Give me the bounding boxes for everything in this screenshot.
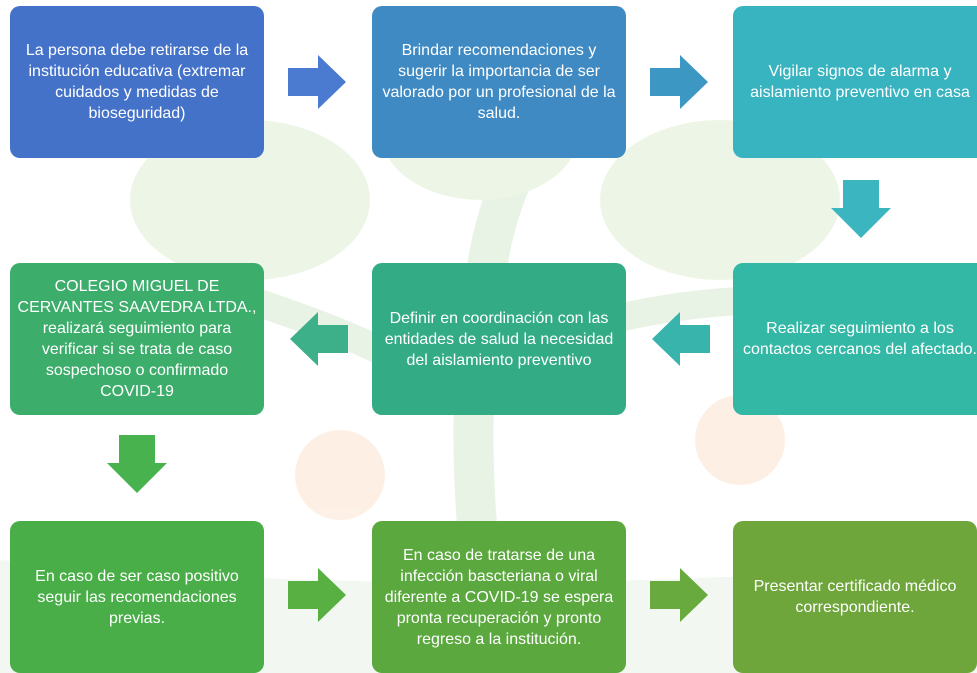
step-8-box: En caso de tratarse de una infección bas… (372, 521, 626, 673)
step-9-text: Presentar certificado médico correspondi… (753, 578, 957, 616)
left-arrow-icon (290, 312, 348, 366)
step-9-box: Presentar certificado médico correspondi… (733, 521, 977, 673)
step-4-text: Realizar seguimiento a los contactos cer… (743, 320, 977, 358)
step-1-box: La persona debe retirarse de la instituc… (10, 6, 264, 158)
left-arrow-icon (652, 312, 710, 366)
step-3-box: Vigilar signos de alarma y aislamiento p… (733, 6, 977, 158)
right-arrow-icon (650, 568, 708, 622)
down-arrow-icon (107, 435, 167, 493)
right-arrow-icon (288, 568, 346, 622)
right-arrow-icon (650, 55, 708, 109)
step-2-box: Brindar recomendaciones y sugerir la imp… (372, 6, 626, 158)
step-5-box: Definir en coordinación con las entidade… (372, 263, 626, 415)
step-4-box: Realizar seguimiento a los contactos cer… (733, 263, 977, 415)
step-3-text: Vigilar signos de alarma y aislamiento p… (750, 63, 970, 101)
step-6-text: COLEGIO MIGUEL DE CERVANTES SAAVEDRA LTD… (17, 278, 257, 400)
step-7-text: En caso de ser caso positivo seguir las … (35, 567, 239, 627)
step-8-text: En caso de tratarse de una infección bas… (384, 546, 614, 648)
down-arrow-icon (831, 180, 891, 238)
right-arrow-icon (288, 55, 346, 109)
step-7-box: En caso de ser caso positivo seguir las … (10, 521, 264, 673)
step-6-box: COLEGIO MIGUEL DE CERVANTES SAAVEDRA LTD… (10, 263, 264, 415)
step-2-text: Brindar recomendaciones y sugerir la imp… (382, 42, 616, 122)
step-5-text: Definir en coordinación con las entidade… (384, 309, 614, 369)
step-1-text: La persona debe retirarse de la instituc… (25, 42, 249, 122)
